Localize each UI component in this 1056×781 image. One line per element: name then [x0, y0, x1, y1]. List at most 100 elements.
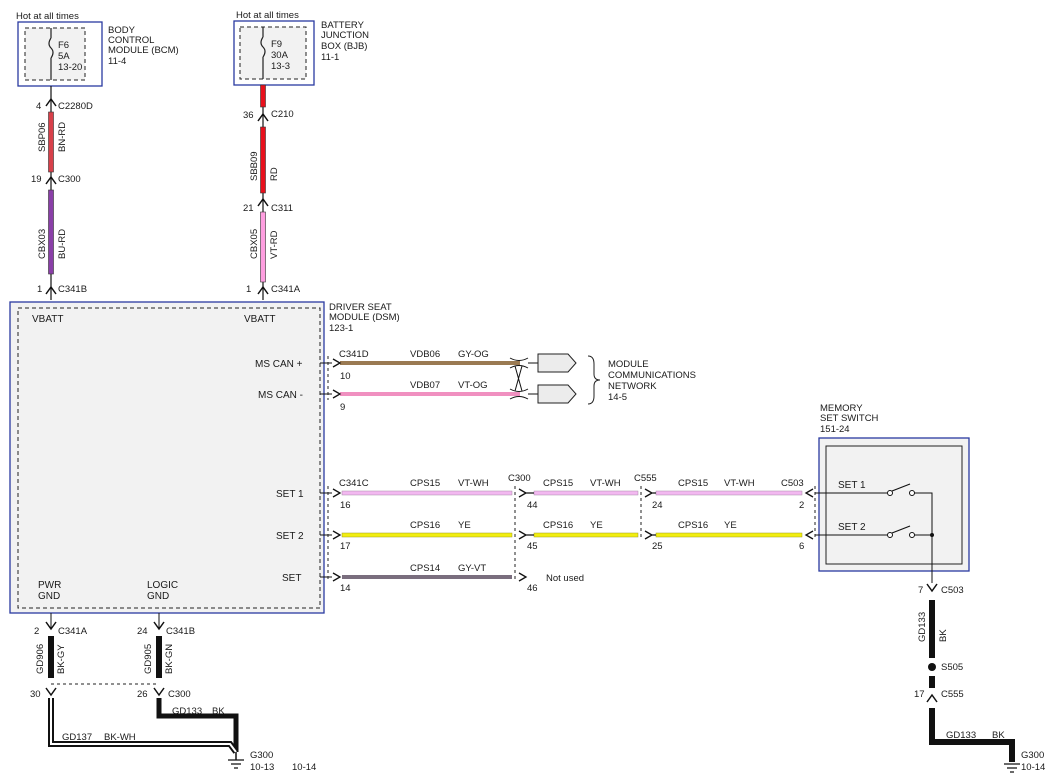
- logic-gnd-label-1: LOGIC: [147, 580, 178, 591]
- connector-arrow: [804, 488, 814, 498]
- pin-label: 36: [243, 110, 254, 121]
- connector-label: C555: [634, 473, 657, 484]
- bjb-label-4: 11-1: [321, 52, 339, 63]
- pin-label: 14: [340, 583, 351, 594]
- network-connector-icon: [537, 384, 577, 404]
- ground-icon: [1004, 763, 1020, 773]
- pin-label: 19: [31, 174, 42, 185]
- wire-color-label: RD: [269, 167, 280, 181]
- pin-label: 17: [340, 541, 351, 552]
- pin-label: 7: [918, 585, 923, 596]
- network-label-2: COMMUNICATIONS: [608, 370, 696, 381]
- connector-arrow: [644, 488, 656, 498]
- circuit-label: CPS14: [410, 563, 440, 574]
- bcm-label-4: 11-4: [108, 56, 126, 67]
- ms-can-plus-label: MS CAN +: [255, 359, 303, 370]
- switch-blade-icon: [891, 525, 911, 534]
- pin-label: 10: [340, 371, 351, 382]
- dsm-box: [9, 301, 325, 614]
- bcm-label-3: MODULE (BCM): [108, 45, 179, 56]
- connector-arrow: [332, 488, 342, 498]
- circuit-label: VDB07: [410, 380, 440, 391]
- wire-color-label: BK-WH: [104, 732, 136, 743]
- wire-bk-gy: [48, 636, 54, 678]
- memory-set-switch: MEMORY SET SWITCH 151-24 SET 1 SET 2: [815, 403, 970, 583]
- connector-label: C300: [58, 174, 81, 185]
- pin-label: 16: [340, 500, 351, 511]
- wire-color-label: BK: [212, 706, 225, 717]
- pin-label: 44: [527, 500, 538, 511]
- pwr-gnd-label-2: GND: [38, 591, 60, 602]
- wire-color-label: VT-OG: [458, 380, 488, 391]
- wire-vt-wh: [655, 490, 803, 496]
- wire-color-label: VT-WH: [458, 478, 489, 489]
- wire-color-label: VT-WH: [590, 478, 621, 489]
- brace-icon: [587, 355, 601, 405]
- wire-gy-og: [340, 361, 520, 365]
- wire-bn-rd: [48, 111, 54, 173]
- pin-label: 26: [137, 689, 148, 700]
- wire-color-label: BK: [938, 629, 949, 642]
- switch-contact-icon: [887, 532, 893, 538]
- wire-bk: [156, 698, 239, 752]
- ms-can-minus-label: MS CAN -: [258, 390, 303, 401]
- circuit-label: GD133: [917, 612, 928, 642]
- twisted-pair-icon: [509, 357, 529, 400]
- bcm-module-box: [17, 21, 103, 87]
- wire-color-label: BK-GN: [164, 644, 175, 674]
- switch-inner-box: [825, 445, 963, 565]
- fuse-f6-group: Hot at all times F6 5A 13-20 BODY CONTRO…: [16, 11, 179, 87]
- fuse-f6-ref: 13-20: [58, 62, 82, 73]
- wire-ye: [341, 532, 513, 538]
- pin-label: 1: [246, 284, 251, 295]
- fuse-f9-rating: 30A: [271, 50, 289, 61]
- splice-s505-icon: [928, 663, 936, 671]
- wire-ye: [655, 532, 803, 538]
- wire-rd: [260, 84, 266, 108]
- switch-title-1: MEMORY: [820, 403, 863, 414]
- wire-bk: [929, 708, 1015, 762]
- bjb-label-3: BOX (BJB): [321, 41, 367, 52]
- circuit-label: CPS15: [543, 478, 573, 489]
- connector-arrow: [332, 572, 342, 582]
- dsm-title-1: DRIVER SEAT: [329, 302, 392, 313]
- fuse-f6-name: F6: [58, 40, 69, 51]
- set2-label: SET 2: [276, 531, 304, 542]
- wire-color-label: YE: [724, 520, 737, 531]
- connector-arrow: [45, 285, 57, 295]
- set-switch-wiring: C341C C300 C555 C503 CPS15 VT-WH CPS15 V…: [320, 473, 816, 594]
- bcm-label-1: BODY: [108, 25, 136, 36]
- wire-color-label: BK: [992, 730, 1005, 741]
- pin-label: 25: [652, 541, 663, 552]
- network-label-3: NETWORK: [608, 381, 657, 392]
- circuit-label: GD906: [35, 644, 46, 674]
- circuit-label: CPS15: [410, 478, 440, 489]
- connector-label: C503: [941, 585, 964, 596]
- switch-blade-icon: [891, 483, 911, 492]
- ground-label: G300: [250, 750, 273, 761]
- ground-icon: [228, 759, 244, 769]
- splice-dot: [930, 533, 934, 537]
- connector-arrow: [518, 488, 534, 498]
- connector-arrow: [804, 530, 814, 540]
- can-network: MODULE COMMUNICATIONS NETWORK 14-5 C341D…: [320, 349, 696, 413]
- switch-contact-icon: [909, 490, 915, 496]
- wire-color-label: GY-OG: [458, 349, 489, 360]
- connector-arrow: [153, 687, 165, 697]
- connector-arrow: [257, 285, 269, 295]
- driver-seat-module: DRIVER SEAT MODULE (DSM) 123-1 VBATT VBA…: [9, 301, 400, 614]
- dsm-ground-circuit: 2 C341A GD906 BK-GY 24 C341B GD905 BK-GN…: [30, 613, 316, 773]
- wire-color-label: BK-GY: [56, 644, 67, 674]
- fuse-f9-box: [239, 26, 307, 80]
- fuse-f6-rating: 5A: [58, 51, 70, 62]
- circuit-label: CPS15: [678, 478, 708, 489]
- wire-color-label: YE: [590, 520, 603, 531]
- bjb-module-box: [233, 20, 315, 86]
- connector-label: C300: [168, 689, 191, 700]
- set-label: SET: [282, 573, 301, 584]
- fuse-f9-icon: [260, 27, 266, 79]
- pin-label: 24: [137, 626, 148, 637]
- wire-bu-rd: [48, 189, 54, 275]
- connector-arrow: [45, 97, 57, 107]
- network-connector-icon: [537, 353, 577, 373]
